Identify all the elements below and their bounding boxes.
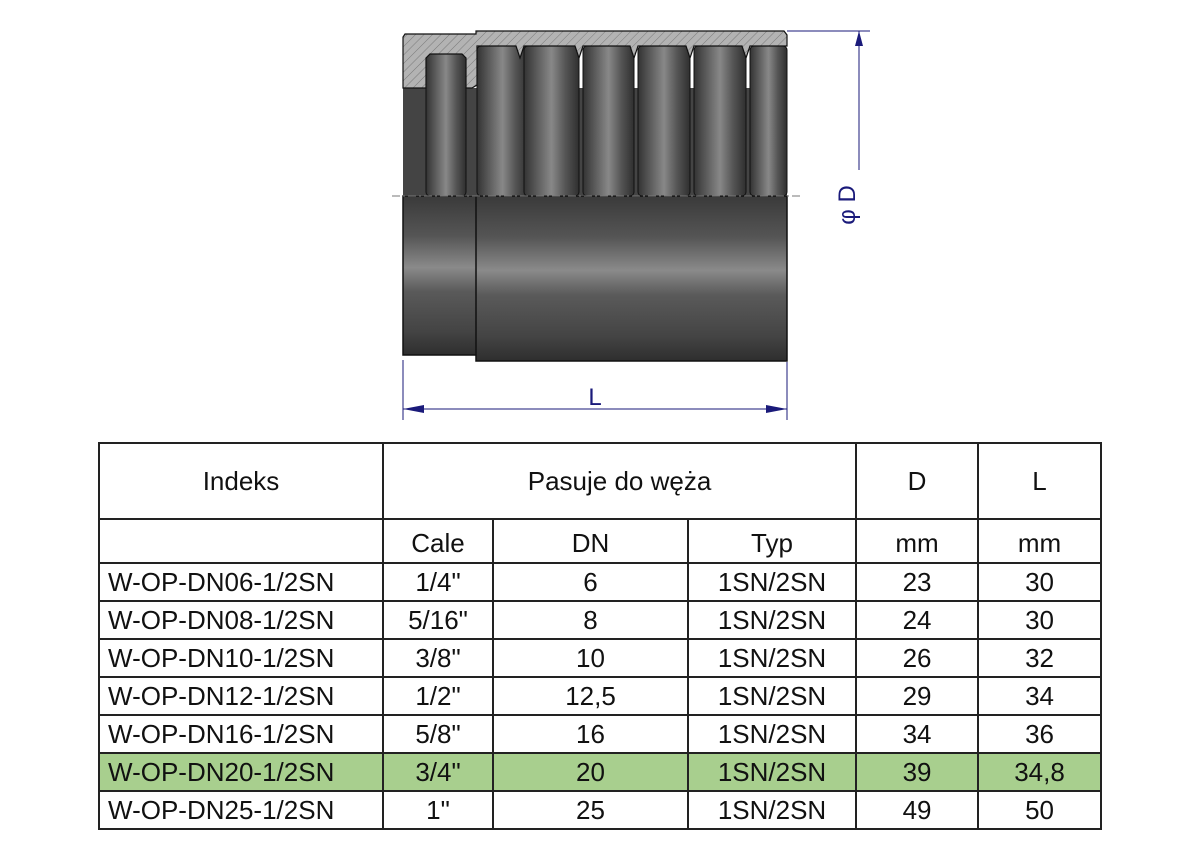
ferrule-outer-large bbox=[475, 195, 788, 362]
ferrule-outer-small bbox=[402, 195, 478, 356]
cell-dn: 16 bbox=[492, 714, 689, 754]
table-header-row: Indeks Pasuje do węża D L bbox=[98, 442, 1103, 520]
cell-type: 1SN/2SN bbox=[686, 752, 858, 792]
cell-d: 26 bbox=[855, 638, 980, 678]
cell-d: 23 bbox=[855, 562, 980, 602]
cell-inches: 1/4" bbox=[382, 562, 494, 602]
header-l: L bbox=[977, 442, 1103, 520]
cell-inches: 5/8" bbox=[382, 714, 494, 754]
dimensions-table: Indeks Pasuje do węża D L Cale DN Typ mm… bbox=[98, 442, 1103, 830]
length-dimension bbox=[402, 360, 788, 420]
cell-inches: 5/16" bbox=[382, 600, 494, 640]
cell-type: 1SN/2SN bbox=[686, 600, 858, 640]
cell-l: 34 bbox=[977, 676, 1103, 716]
cell-d: 39 bbox=[855, 752, 980, 792]
cell-inches: 1/2" bbox=[382, 676, 494, 716]
cell-dn: 10 bbox=[492, 638, 689, 678]
section-hatch bbox=[402, 30, 788, 89]
cell-l: 30 bbox=[977, 562, 1103, 602]
cell-dn: 25 bbox=[492, 790, 689, 830]
cell-type: 1SN/2SN bbox=[686, 638, 858, 678]
subheader-l-unit: mm bbox=[977, 518, 1103, 564]
cell-index: W-OP-DN12-1/2SN bbox=[98, 676, 384, 716]
cell-l: 50 bbox=[977, 790, 1103, 830]
ferrule-technical-drawing: φ D L bbox=[392, 30, 870, 420]
cell-l: 34,8 bbox=[977, 752, 1103, 792]
diameter-label: φ D bbox=[834, 185, 861, 225]
subheader-dn: DN bbox=[492, 518, 689, 564]
cell-d: 49 bbox=[855, 790, 980, 830]
subheader-inches: Cale bbox=[382, 518, 494, 564]
subheader-d-unit: mm bbox=[855, 518, 980, 564]
cell-l: 32 bbox=[977, 638, 1103, 678]
table-subheader-row: Cale DN Typ mm mm bbox=[98, 518, 1103, 564]
cell-d: 24 bbox=[855, 600, 980, 640]
cell-inches: 3/4" bbox=[382, 752, 494, 792]
cell-index: W-OP-DN10-1/2SN bbox=[98, 638, 384, 678]
subheader-type: Typ bbox=[686, 518, 858, 564]
cell-dn: 6 bbox=[492, 562, 689, 602]
length-label: L bbox=[588, 384, 601, 411]
cell-dn: 8 bbox=[492, 600, 689, 640]
cell-inches: 3/8" bbox=[382, 638, 494, 678]
cell-dn: 20 bbox=[492, 752, 689, 792]
header-index: Indeks bbox=[98, 442, 384, 520]
cell-index: W-OP-DN25-1/2SN bbox=[98, 790, 384, 830]
subheader-index bbox=[98, 518, 384, 564]
cell-index: W-OP-DN06-1/2SN bbox=[98, 562, 384, 602]
header-fits-hose: Pasuje do węża bbox=[381, 442, 858, 520]
cell-dn: 12,5 bbox=[492, 676, 689, 716]
inner-grooves bbox=[425, 45, 788, 197]
cell-l: 30 bbox=[977, 600, 1103, 640]
cell-index: W-OP-DN20-1/2SN bbox=[98, 752, 384, 792]
cell-index: W-OP-DN08-1/2SN bbox=[98, 600, 384, 640]
header-d: D bbox=[855, 442, 980, 520]
cell-d: 29 bbox=[855, 676, 980, 716]
cell-type: 1SN/2SN bbox=[686, 562, 858, 602]
cell-index: W-OP-DN16-1/2SN bbox=[98, 714, 384, 754]
cell-type: 1SN/2SN bbox=[686, 714, 858, 754]
cell-type: 1SN/2SN bbox=[686, 676, 858, 716]
diameter-dimension bbox=[787, 30, 870, 170]
cell-d: 34 bbox=[855, 714, 980, 754]
cell-inches: 1" bbox=[382, 790, 494, 830]
cell-l: 36 bbox=[977, 714, 1103, 754]
cell-type: 1SN/2SN bbox=[686, 790, 858, 830]
